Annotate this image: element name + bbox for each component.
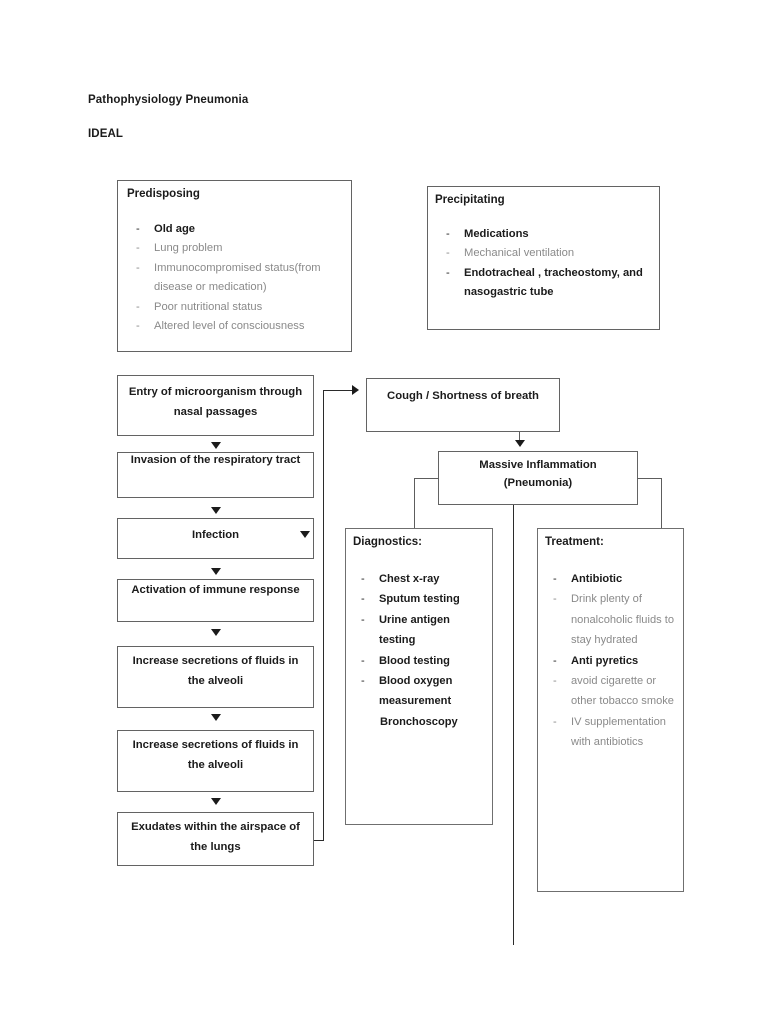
connector-exudates-to-symptom-h2 (323, 390, 353, 392)
treatment-heading: Treatment: (545, 536, 604, 548)
list-item: Blood oxygen measurement (353, 671, 486, 712)
flow-step-label: Invasion of the respiratory tract (130, 454, 301, 466)
arrow-down-icon (515, 440, 525, 447)
flow-step-label: Increase secretions of fluids in the alv… (132, 739, 299, 771)
flow-step-secretions-1 (117, 646, 314, 708)
connector-outcome-center-v (513, 505, 515, 945)
diagnostics-list: Chest x-ray Sputum testing Urine antigen… (353, 569, 486, 732)
flow-step-invasion (117, 452, 314, 498)
outcome-label-line2: (Pneumonia) (503, 477, 573, 489)
list-item: Mechanical ventilation (437, 244, 655, 264)
list-item: Sputum testing (353, 589, 486, 610)
flow-step-label: Entry of microorganism through nasal pas… (128, 386, 303, 418)
page-title: Pathophysiology Pneumonia (88, 94, 249, 106)
list-item: Altered level of consciousness (127, 317, 349, 337)
flow-step-infection (117, 518, 314, 559)
flow-step-immune-response (117, 579, 314, 622)
outcome-box (438, 451, 638, 505)
connector-exudates-to-symptom-v (323, 390, 325, 841)
precipitating-list: Medications Mechanical ventilation Endot… (437, 225, 655, 303)
list-item: Blood testing (353, 651, 486, 672)
treatment-list: Antibiotic Drink plenty of nonalcoholic … (545, 569, 678, 753)
list-item: Lung problem (127, 239, 349, 259)
flow-step-label: Infection (191, 529, 240, 541)
list-item: avoid cigarette or other tobacco smoke (545, 671, 678, 712)
page-subtitle: IDEAL (88, 128, 123, 140)
list-item: Anti pyretics (545, 651, 678, 672)
connector-outcome-right-v (661, 478, 663, 528)
flow-step-secretions-2 (117, 730, 314, 792)
list-item: Endotracheal , tracheostomy, and nasogas… (437, 264, 655, 303)
flow-step-label: Increase secretions of fluids in the alv… (132, 655, 299, 687)
symptom-box (366, 378, 560, 432)
arrow-down-icon (211, 442, 221, 449)
flow-step-label: Activation of immune response (131, 584, 300, 596)
flow-step-entry (117, 375, 314, 436)
list-item: Immunocompromised status(from disease or… (127, 259, 349, 298)
precipitating-heading: Precipitating (435, 194, 505, 206)
diagnostics-heading: Diagnostics: (353, 536, 423, 548)
list-item: Old age (127, 220, 349, 240)
outcome-label-line1: Massive Inflammation (479, 459, 597, 471)
predisposing-list: Old age Lung problem Immunocompromised s… (127, 220, 349, 337)
predisposing-heading: Predisposing (127, 188, 200, 200)
arrow-down-icon (211, 568, 221, 575)
list-item: Chest x-ray (353, 569, 486, 590)
arrow-down-inline-icon (300, 531, 310, 538)
connector-outcome-left-h (414, 478, 439, 480)
list-item: Poor nutritional status (127, 298, 349, 318)
connector-symptom-to-outcome (519, 432, 521, 442)
list-item: Medications (437, 225, 655, 245)
list-item: IV supplementation with antibiotics (545, 712, 678, 753)
list-item: Bronchoscopy (380, 715, 458, 728)
arrow-down-icon (211, 507, 221, 514)
arrow-down-icon (211, 798, 221, 805)
list-item: Antibiotic (545, 569, 678, 590)
arrow-right-icon (352, 385, 359, 395)
arrow-down-icon (211, 714, 221, 721)
flow-step-label: Exudates within the airspace of the lung… (131, 821, 300, 853)
list-item: Drink plenty of nonalcoholic fluids to s… (545, 589, 678, 650)
connector-outcome-left-v (414, 478, 416, 528)
symptom-label: Cough / Shortness of breath (387, 390, 539, 402)
arrow-down-icon (211, 629, 221, 636)
connector-exudates-to-symptom-h1 (314, 840, 324, 842)
list-item: Urine antigen testing (353, 610, 486, 651)
connector-outcome-right-h (637, 478, 662, 480)
flow-step-exudates (117, 812, 314, 866)
